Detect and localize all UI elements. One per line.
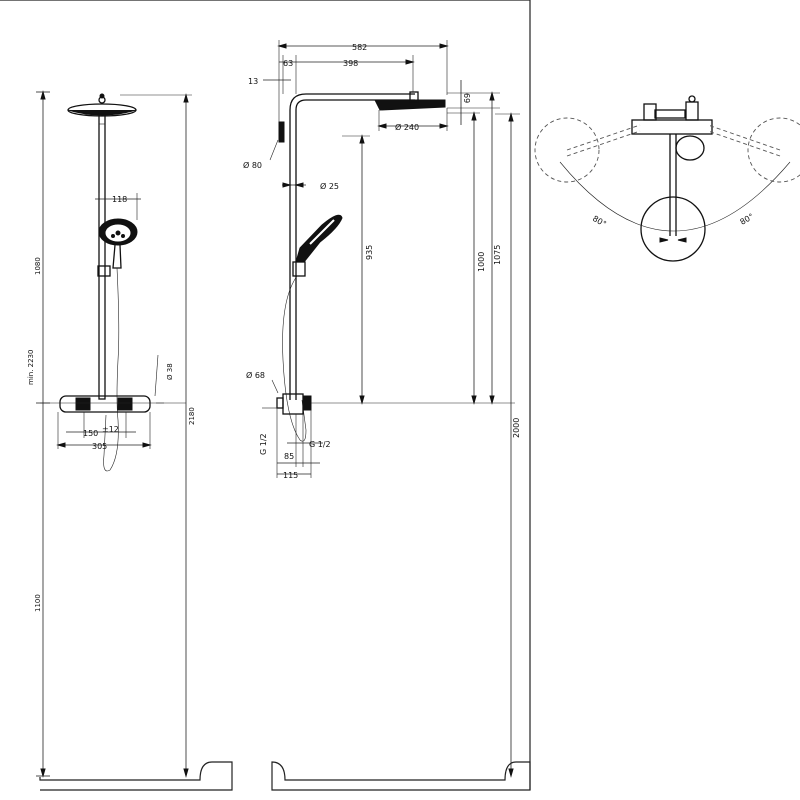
riser-diameter-label: Ø 25 [320,181,339,191]
thermostat-knob-right [117,397,133,411]
min-height-label: min. 2230 [27,350,35,385]
arm-length-label: 398 [343,59,358,68]
rotation-envelope-right [747,117,800,183]
thermostat-knob-left [75,397,91,411]
arm-right-swing [707,124,781,157]
wall-flange-label: Ø 80 [243,160,262,170]
slide-holder [97,265,111,277]
shower-hose [103,267,120,472]
offset-label: 63 [283,59,293,68]
floor-left [39,761,233,791]
side-thermostat [282,393,304,415]
connection-height-label: 1100 [34,594,42,612]
total-height-label: 2180 [188,407,196,425]
floor-right [271,761,531,791]
side-shower-hose [282,275,307,442]
side-slide-holder [292,261,306,277]
top-view: 80° 80° [534,95,800,262]
head-thickness-label: 69 [462,93,471,103]
connection-tolerance-label: ±12 [102,425,119,434]
shower-arm [289,93,415,111]
head-to-thermostat-label: 1000 [477,252,486,272]
top-hand-shower [675,135,705,161]
thermostat-to-head-label: 1080 [34,257,42,275]
arm-left-swing [566,124,641,157]
overhead-shower-disc [67,109,137,116]
front-view: min. 2230 1080 1100 2180 118 [0,0,530,791]
wall-gap-label: 13 [248,77,258,86]
top-overhead-shower [640,196,706,262]
top-thermostat [631,119,713,135]
rotation-right-label: 80° [739,212,756,227]
connection-flange-label: Ø 68 [246,370,265,380]
floor-height-label: 2000 [512,418,521,438]
wall-bracket-top [278,121,285,143]
rotation-left-label: 80° [591,214,608,229]
hand-shower-diameter-label: 118 [112,195,127,204]
head-diameter-label: Ø 240 [395,122,419,132]
side-view: 582 398 63 13 Ø 240 69 Ø 80 Ø 25 [243,0,531,791]
hand-shower-handle [112,244,122,269]
side-overhead-shower [374,99,446,111]
left-thread-label: G 1/2 [259,433,268,455]
thermostat-width-label: 305 [92,442,107,451]
side-hand-shower [295,214,343,263]
pipe-diameter-label: Ø 38 [166,363,174,380]
projection-label: 582 [352,43,367,52]
thermostat-body [59,395,151,413]
connection-spacing-label: 150 [83,429,98,438]
rotation-arc [559,161,791,232]
connection-depth-label: 85 [284,452,294,461]
hand-shower-height-label: 935 [365,245,374,260]
rotation-envelope-left [534,117,600,183]
head-top-to-thermostat-label: 1075 [493,245,502,265]
riser-pipe [98,113,106,400]
right-thread-label: G 1/2 [309,440,331,449]
thermostat-depth-label: 115 [283,471,298,480]
